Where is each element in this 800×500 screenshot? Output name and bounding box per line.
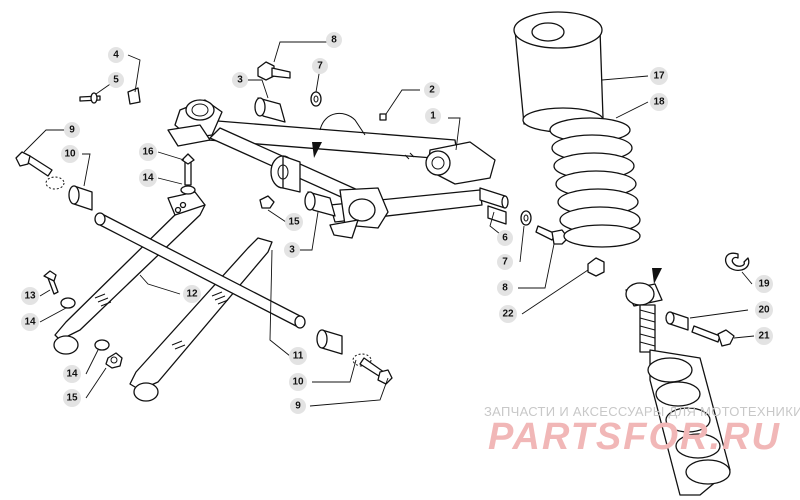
svg-text:9: 9 bbox=[295, 401, 301, 412]
shock-absorber bbox=[625, 282, 731, 496]
callout-3a: 3 bbox=[232, 72, 248, 88]
callout-2: 2 bbox=[424, 82, 440, 98]
callout-8a: 8 bbox=[326, 32, 342, 48]
svg-text:5: 5 bbox=[113, 75, 119, 86]
svg-text:7: 7 bbox=[317, 61, 323, 72]
svg-text:19: 19 bbox=[758, 279, 770, 290]
svg-text:9: 9 bbox=[69, 125, 75, 136]
callout-15a: 15 bbox=[63, 389, 81, 407]
bolt-9 bbox=[15, 151, 393, 385]
callout-1: 1 bbox=[425, 108, 441, 124]
bushing-10 bbox=[68, 185, 343, 355]
svg-text:22: 22 bbox=[502, 309, 514, 320]
callout-14c: 14 bbox=[139, 169, 157, 187]
bushing-3 bbox=[254, 97, 336, 217]
arrow-marker-icon bbox=[312, 142, 322, 158]
svg-text:3: 3 bbox=[289, 245, 295, 256]
callout-22: 22 bbox=[499, 305, 517, 323]
hardware-20-21-22 bbox=[587, 257, 735, 347]
spring-18 bbox=[549, 117, 641, 248]
bolt-8-upper bbox=[257, 61, 291, 81]
front-arm-1 bbox=[167, 99, 509, 239]
callout-19: 19 bbox=[755, 275, 773, 293]
callout-16: 16 bbox=[139, 143, 157, 161]
svg-text:12: 12 bbox=[186, 289, 198, 300]
callout-7a: 7 bbox=[312, 58, 328, 74]
callout-8b: 8 bbox=[497, 280, 513, 296]
callout-18: 18 bbox=[650, 93, 668, 111]
svg-text:2: 2 bbox=[429, 85, 435, 96]
callout-6: 6 bbox=[497, 230, 513, 246]
callout-21: 21 bbox=[755, 327, 773, 345]
svg-text:18: 18 bbox=[653, 97, 665, 108]
hardware-4-5 bbox=[79, 87, 141, 105]
callout-20: 20 bbox=[755, 301, 773, 319]
hardware-16-14-15-center bbox=[180, 153, 275, 209]
callout-5: 5 bbox=[108, 72, 124, 88]
callout-13: 13 bbox=[21, 287, 39, 305]
svg-text:13: 13 bbox=[24, 291, 36, 302]
bumper-17 bbox=[513, 11, 604, 133]
direction-arrows bbox=[312, 142, 662, 284]
callout-15b: 15 bbox=[285, 213, 303, 231]
rear-arm-12 bbox=[53, 191, 273, 402]
svg-text:21: 21 bbox=[758, 331, 770, 342]
callout-11: 11 bbox=[289, 347, 307, 365]
callout-7b: 7 bbox=[497, 254, 513, 270]
hardware-6-7-8-right bbox=[487, 205, 569, 245]
watermark-logo: PARTSFOR.RU bbox=[488, 416, 781, 458]
callout-9a: 9 bbox=[64, 122, 80, 138]
svg-text:16: 16 bbox=[142, 147, 154, 158]
washer-7-upper bbox=[310, 91, 322, 107]
callout-10b: 10 bbox=[289, 373, 307, 391]
svg-text:14: 14 bbox=[142, 173, 154, 184]
svg-text:4: 4 bbox=[113, 50, 119, 61]
svg-text:14: 14 bbox=[66, 369, 78, 380]
clip-19 bbox=[724, 252, 750, 272]
watermark-caption: ЗАПЧАСТИ И АКСЕССУАРЫ ДЛЯ МОТОТЕХНИКИ bbox=[484, 404, 800, 419]
svg-text:10: 10 bbox=[292, 377, 304, 388]
svg-text:6: 6 bbox=[502, 233, 508, 244]
svg-text:20: 20 bbox=[758, 305, 770, 316]
callout-10a: 10 bbox=[61, 145, 79, 163]
svg-text:10: 10 bbox=[64, 149, 76, 160]
svg-text:14: 14 bbox=[24, 317, 36, 328]
spacer-center bbox=[270, 155, 301, 193]
svg-text:11: 11 bbox=[293, 351, 304, 362]
svg-text:17: 17 bbox=[653, 71, 665, 82]
svg-text:7: 7 bbox=[502, 257, 508, 268]
cross-shaft-11 bbox=[94, 212, 306, 329]
callout-12: 12 bbox=[183, 285, 201, 303]
callout-4: 4 bbox=[108, 47, 124, 63]
svg-text:8: 8 bbox=[502, 283, 508, 294]
callout-3b: 3 bbox=[284, 242, 300, 258]
arrow-marker-icon bbox=[652, 268, 662, 284]
callout-9b: 9 bbox=[290, 398, 306, 414]
callout-14b: 14 bbox=[63, 365, 81, 383]
callout-14a: 14 bbox=[21, 313, 39, 331]
svg-text:15: 15 bbox=[288, 217, 300, 228]
svg-text:8: 8 bbox=[331, 35, 337, 46]
washer-dashed bbox=[45, 176, 372, 367]
callout-labels: 1 2 3 3 4 5 6 7 7 8 8 9 9 10 10 11 12 13… bbox=[21, 32, 773, 414]
svg-text:1: 1 bbox=[430, 111, 436, 122]
svg-text:3: 3 bbox=[237, 75, 243, 86]
hardware-13-14-15 bbox=[43, 270, 123, 369]
svg-text:15: 15 bbox=[66, 393, 78, 404]
callout-17: 17 bbox=[650, 67, 668, 85]
